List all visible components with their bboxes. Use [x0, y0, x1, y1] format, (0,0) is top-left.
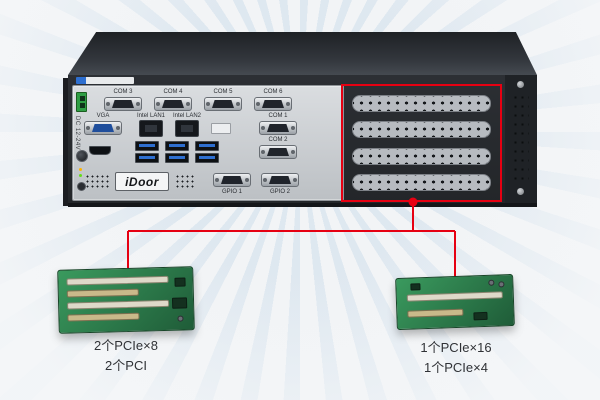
port-label-com1: COM 1	[268, 113, 288, 119]
port-label-gpio2: GPIO 2	[269, 189, 290, 195]
pcie-x8-slot	[67, 312, 140, 322]
com3-port	[104, 97, 142, 111]
vent-grid-left	[85, 174, 109, 190]
idoor-logo: iDoor	[115, 172, 169, 191]
port-label-lan2: Intel LAN2	[172, 113, 202, 119]
power-button	[76, 150, 88, 162]
left-caption-line1: 2个PCIe×8	[94, 338, 158, 353]
port-label-com4: COM 4	[163, 89, 183, 95]
power-terminal-block	[76, 92, 87, 112]
expansion-slot-grille-4	[352, 173, 491, 191]
left-board-caption: 2个PCIe×8 2个PCI	[58, 336, 194, 376]
backplane-right-image	[395, 273, 515, 331]
usb-port-1	[135, 141, 159, 151]
expansion-slot-grille-1	[352, 95, 491, 113]
port-label-lan1: Intel LAN1	[136, 113, 166, 119]
com6-port	[254, 97, 292, 111]
usb-port-4	[165, 153, 189, 163]
gpio1-port	[213, 173, 251, 187]
usb-port-3	[165, 141, 189, 151]
right-caption-line1: 1个PCIe×16	[420, 340, 492, 355]
vent-grid-right	[175, 174, 195, 190]
usb-port-2	[135, 153, 159, 163]
left-caption-line2: 2个PCI	[105, 358, 147, 374]
status-led-green	[79, 174, 82, 177]
port-label-com2: COM 2	[268, 137, 288, 143]
pcie-x8-slot	[66, 288, 139, 298]
usb-port-5	[195, 141, 219, 151]
lan2-port	[175, 120, 199, 137]
expansion-slot-grille-2	[352, 121, 491, 139]
chip	[473, 311, 488, 321]
capacitor	[498, 281, 505, 288]
port-label-com6: COM 6	[263, 89, 283, 95]
pci-slot	[66, 275, 169, 286]
chip	[410, 283, 421, 291]
pcie-x4-slot	[407, 308, 464, 318]
idoor-logo-text: iDoor	[125, 174, 159, 189]
backplane-left-image	[57, 266, 195, 334]
com4-port	[154, 97, 192, 111]
cfast-slot	[211, 123, 231, 134]
right-board-caption: 1个PCIe×16 1个PCIe×4	[390, 338, 522, 378]
capacitor	[177, 315, 184, 322]
com5-port	[204, 97, 242, 111]
chip	[171, 297, 188, 309]
chassis-left-edge	[63, 78, 69, 206]
port-label-gpio1: GPIO 1	[221, 189, 242, 195]
dc-input-label: DC 12-24V	[74, 116, 80, 151]
vga-port	[84, 121, 122, 135]
port-label-com5: COM 5	[213, 89, 233, 95]
io-panel: DC 12-24V COM 3 COM 4 COM 5 COM 6 VGA In…	[72, 85, 344, 201]
model-sticker	[76, 77, 134, 84]
usb-port-6	[195, 153, 219, 163]
hdmi-port	[89, 146, 111, 155]
port-label-com3: COM 3	[113, 89, 133, 95]
right-caption-line2: 1个PCIe×4	[424, 360, 488, 376]
expansion-slot-grille-3	[352, 147, 491, 165]
chip	[174, 277, 186, 287]
side-vent-holes	[512, 93, 529, 185]
com2-port	[259, 145, 297, 159]
lan1-port	[139, 120, 163, 137]
gpio2-port	[261, 173, 299, 187]
port-label-vga: VGA	[96, 113, 110, 119]
chassis-right-cap	[505, 75, 537, 203]
com1-port	[259, 121, 297, 135]
expansion-slot-area-highlight	[341, 84, 502, 202]
pcie-x16-slot	[406, 291, 503, 302]
status-led-amber	[79, 168, 82, 171]
chassis-front-panel: DC 12-24V COM 3 COM 4 COM 5 COM 6 VGA In…	[68, 75, 537, 207]
pci-slot	[67, 299, 170, 310]
capacitor	[488, 279, 495, 286]
chassis-top	[68, 32, 537, 75]
